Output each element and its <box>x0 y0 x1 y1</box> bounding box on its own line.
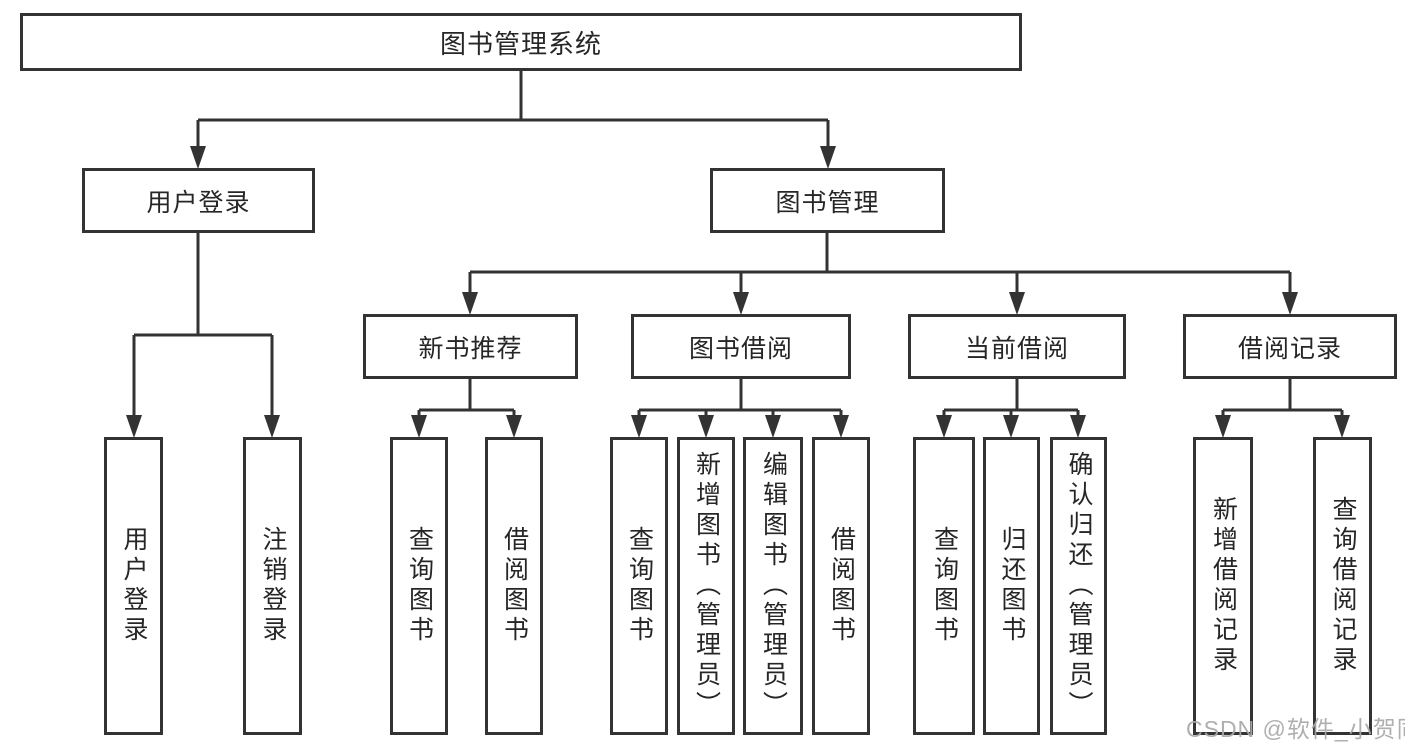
node-borrow-records: 借阅记录 <box>1183 314 1397 379</box>
leaf-current-query-books: 查询图书 <box>913 437 975 735</box>
connector-bookborrow-children <box>637 379 843 420</box>
leaf-newbooks-borrow-books-label: 借阅图书 <box>500 526 529 646</box>
leaf-logout: 注销登录 <box>243 437 302 735</box>
node-book-management: 图书管理 <box>710 168 945 233</box>
leaf-borrow-query-books-label: 查询图书 <box>625 526 654 646</box>
leaf-borrow-query-books: 查询图书 <box>610 437 668 735</box>
node-borrow-records-label: 借阅记录 <box>1237 334 1342 363</box>
leaf-query-borrow-record: 查询借阅记录 <box>1313 437 1372 735</box>
leaf-borrow-borrow-books-label: 借阅图书 <box>827 526 856 646</box>
leaf-newbooks-query-books: 查询图书 <box>390 437 448 735</box>
leaf-newbooks-query-books-label: 查询图书 <box>405 526 434 646</box>
leaf-current-query-books-label: 查询图书 <box>930 526 959 646</box>
leaf-add-borrow-record-label: 新增借阅记录 <box>1209 496 1238 676</box>
leaf-user-login-label: 用户登录 <box>120 526 148 646</box>
node-new-book-recommend: 新书推荐 <box>363 314 578 379</box>
leaf-edit-book-admin-label: 编辑图书（管理员） <box>759 451 788 721</box>
leaf-return-books-label: 归还图书 <box>998 526 1026 646</box>
leaf-query-borrow-record-label: 查询借阅记录 <box>1329 496 1357 676</box>
node-root: 图书管理系统 <box>20 13 1022 71</box>
leaf-borrow-borrow-books: 借阅图书 <box>812 437 870 735</box>
node-root-label: 图书管理系统 <box>439 28 602 59</box>
node-user-login-label: 用户登录 <box>146 188 251 217</box>
leaf-add-book-admin-label: 新增图书（管理员） <box>692 451 721 721</box>
node-current-borrow: 当前借阅 <box>908 314 1126 379</box>
node-current-borrow-label: 当前借阅 <box>964 334 1069 363</box>
connector-userlogin-children <box>132 233 274 420</box>
node-book-management-label: 图书管理 <box>775 188 880 217</box>
leaf-add-book-admin: 新增图书（管理员） <box>677 437 735 735</box>
leaf-add-borrow-record: 新增借阅记录 <box>1193 437 1253 735</box>
leaf-confirm-return-admin-label: 确认归还（管理员） <box>1065 451 1093 721</box>
connector-borrowrecords-children <box>1221 379 1344 420</box>
node-book-borrow-label: 图书借阅 <box>688 334 793 363</box>
connector-bookmgmt-to-level2 <box>468 233 1292 297</box>
node-book-borrow: 图书借阅 <box>631 314 851 379</box>
connector-currentborrow-children <box>942 379 1080 420</box>
leaf-confirm-return-admin: 确认归还（管理员） <box>1050 437 1107 735</box>
node-new-book-recommend-label: 新书推荐 <box>418 334 523 363</box>
leaf-logout-label: 注销登录 <box>259 526 287 646</box>
leaf-return-books: 归还图书 <box>983 437 1040 735</box>
leaf-newbooks-borrow-books: 借阅图书 <box>485 437 543 735</box>
node-user-login: 用户登录 <box>82 168 315 233</box>
arrowheads <box>126 146 1350 438</box>
leaf-edit-book-admin: 编辑图书（管理员） <box>743 437 803 735</box>
csdn-watermark: CSDN @软件_小贺同学 <box>1186 716 1405 742</box>
connector-root-to-level1 <box>196 71 830 150</box>
leaf-user-login: 用户登录 <box>104 437 163 735</box>
connector-newbooks-children <box>417 379 516 420</box>
